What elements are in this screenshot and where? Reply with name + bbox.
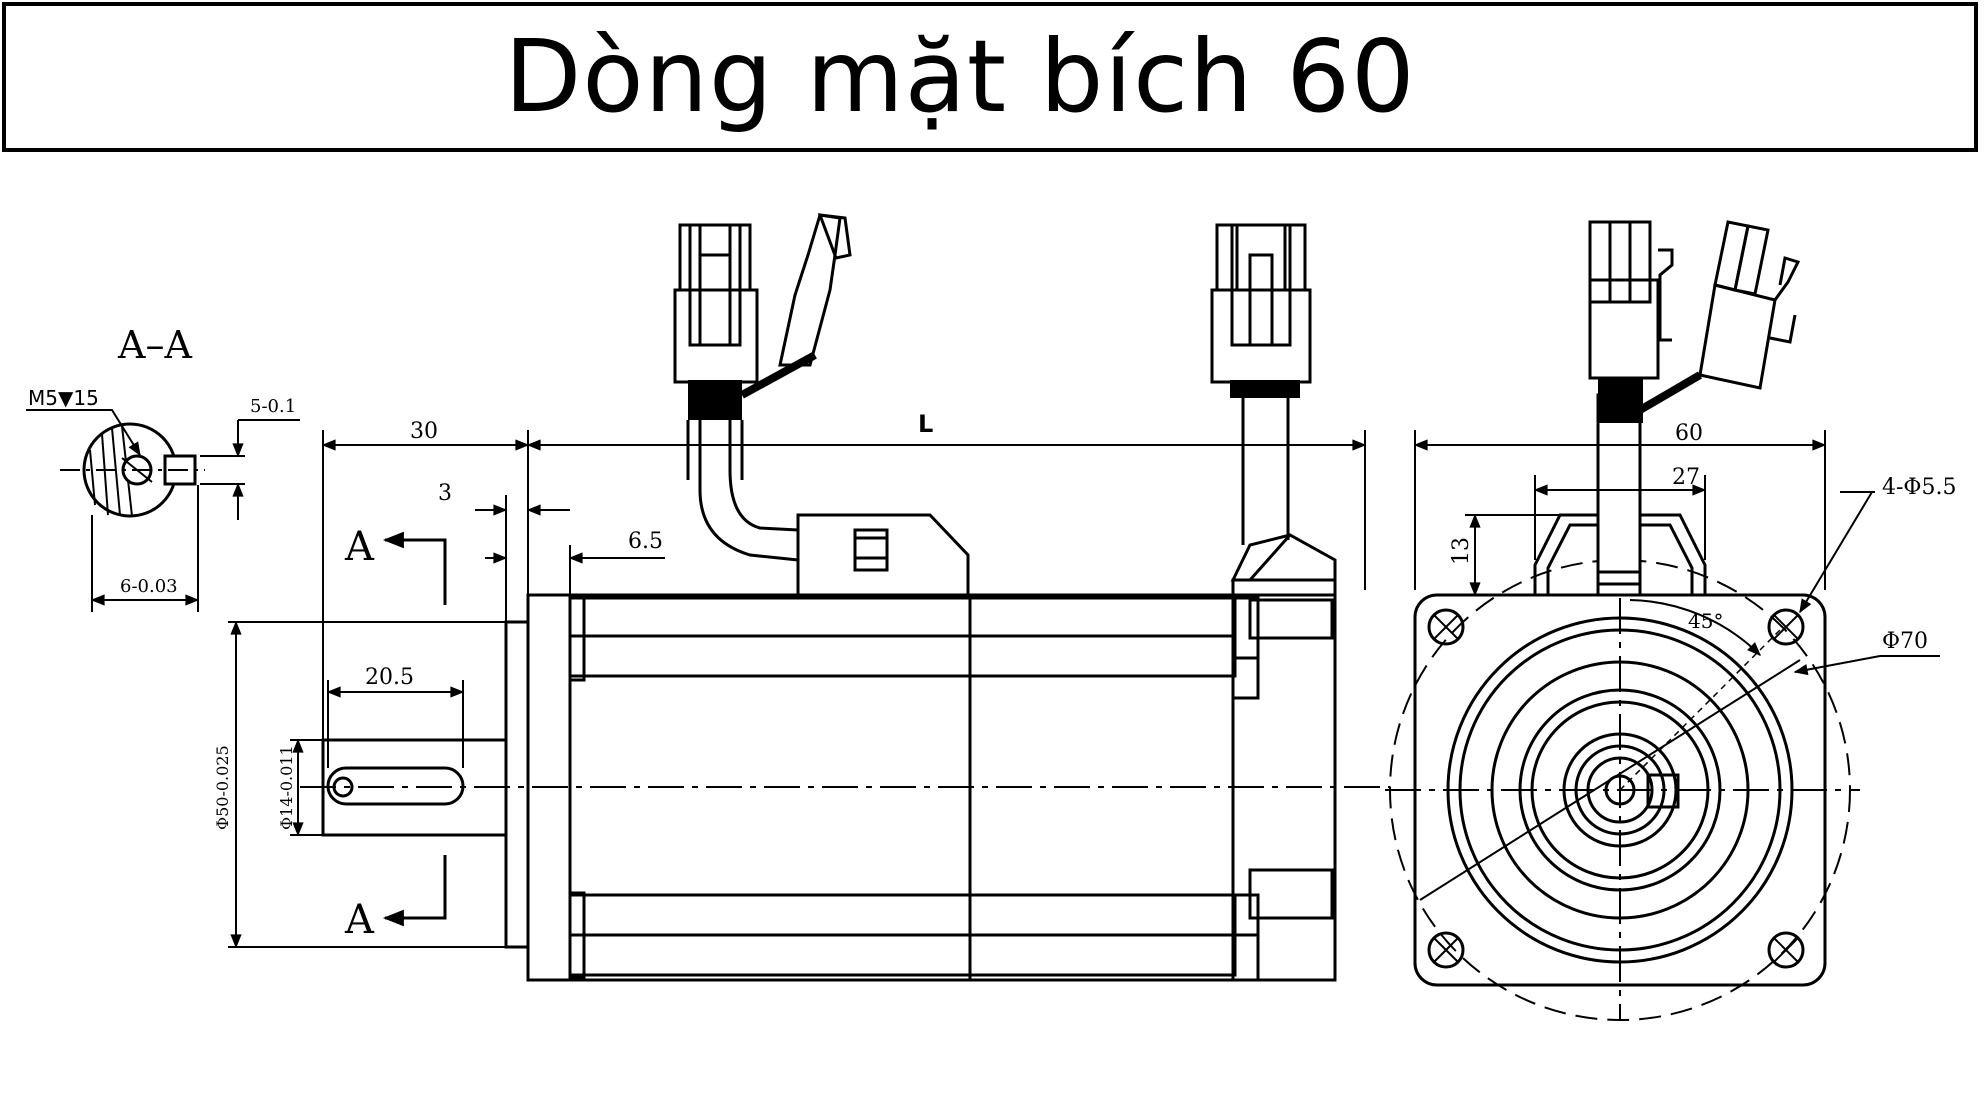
section-aa-label: A–A	[117, 323, 192, 367]
front-connector-left	[1588, 278, 1660, 380]
dim-connector-width: 27	[1672, 465, 1700, 490]
keyway-depth-label: 5-0.1	[250, 396, 296, 417]
dim-flange-step: 3	[438, 481, 452, 506]
dim-key-length: 20.5	[365, 665, 414, 690]
page-title: Dòng mặt bích 60	[504, 18, 1416, 135]
side-view: A A	[213, 213, 1390, 982]
front-connector-right	[1698, 283, 1777, 390]
thread-label: M5▼15	[28, 386, 99, 410]
angled-connector	[778, 213, 842, 367]
mount-holes	[1427, 608, 1805, 969]
dim-flange-size: 60	[1675, 421, 1703, 446]
front-view: 60 27 13 4-Φ5.5 Φ70 45°	[1385, 220, 1956, 1021]
title-box: Dòng mặt bích 60	[2, 2, 1978, 152]
bolt-circle-label: Φ70	[1882, 629, 1928, 654]
dim-shaft-length: 30	[410, 419, 438, 444]
front-connector-boss	[1533, 513, 1707, 597]
flange-pilot	[504, 620, 530, 949]
dim-shaft-diameter: Φ14-0.011	[277, 745, 296, 830]
dim-overall-length: L	[918, 410, 933, 438]
keyway-width-label: 6-0.03	[120, 576, 178, 597]
mount-holes-label: 4-Φ5.5	[1882, 475, 1956, 500]
encoder-connector	[1210, 288, 1312, 384]
power-cable-boss	[796, 513, 970, 597]
dim-flange-thickness: 6.5	[628, 529, 663, 554]
dim-connector-height: 13	[1449, 537, 1474, 565]
hole-angle-label: 45°	[1688, 609, 1723, 633]
dim-pilot-diameter: Φ50-0.025	[213, 745, 232, 830]
section-aa-view: A–A M5▼15 5-0.1 6-0.03	[26, 323, 300, 612]
cut-marker-bottom: A	[344, 897, 375, 943]
cut-marker-top: A	[344, 524, 375, 570]
power-connector	[673, 288, 759, 384]
